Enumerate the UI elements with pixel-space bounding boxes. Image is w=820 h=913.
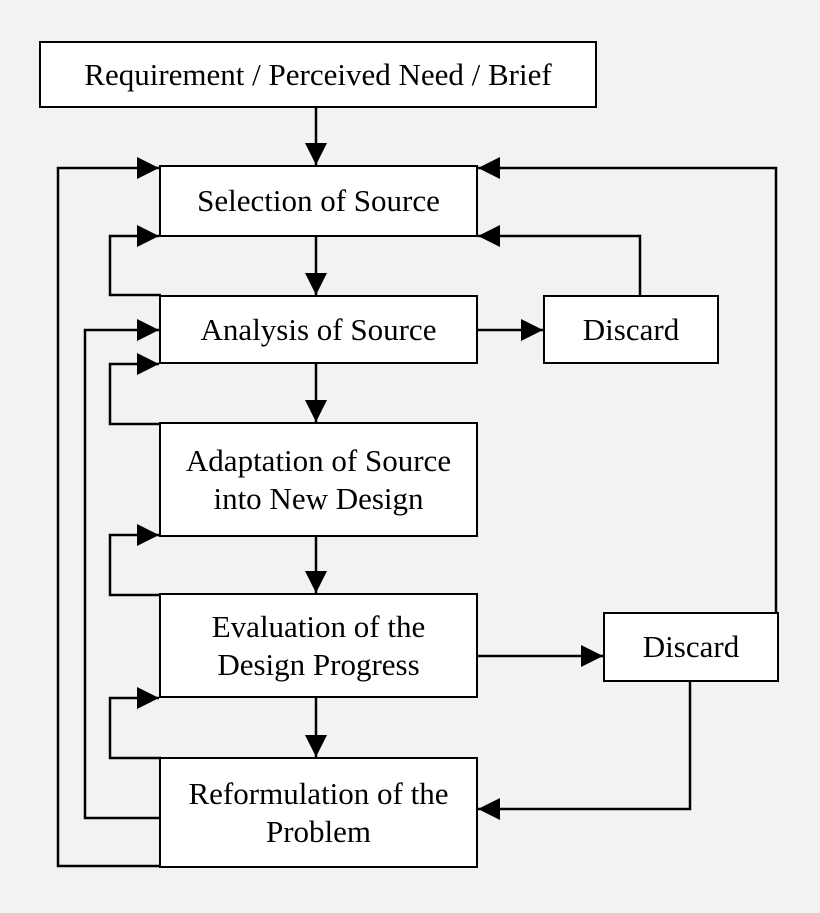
node-evaluation-line-1: Evaluation of the	[211, 608, 426, 644]
node-brief-line-1: Requirement / Perceived Need / Brief	[84, 56, 552, 92]
edge-discard-1-to-selection	[478, 225, 642, 295]
node-analysis-line-1: Analysis of Source	[200, 311, 437, 347]
edge-evaluation-to-adaptation	[108, 524, 161, 597]
edge-analysis-to-selection	[108, 225, 161, 297]
edge-discard-2-to-selection	[478, 157, 778, 612]
node-evaluation-of-design-progress: Evaluation of the Design Progress	[159, 593, 478, 698]
node-reformulation-line-1: Reformulation of the	[188, 775, 449, 811]
node-analysis-of-source: Analysis of Source	[159, 295, 478, 364]
node-discard-2-line-1: Discard	[642, 629, 740, 664]
node-adaptation-of-source: Adaptation of Source into New Design	[159, 422, 478, 537]
node-reformulation-of-problem: Reformulation of the Problem	[159, 757, 478, 868]
node-adaptation-line-2: into New Design	[213, 480, 424, 516]
node-brief: Requirement / Perceived Need / Brief	[39, 41, 597, 108]
edge-reformulation-to-selection	[56, 157, 161, 868]
node-selection-line-1: Selection of Source	[197, 183, 440, 218]
node-discard-2: Discard	[603, 612, 779, 682]
node-adaptation-line-1: Adaptation of Source	[185, 442, 452, 478]
node-evaluation-line-2: Design Progress	[217, 646, 420, 682]
edge-adaptation-to-analysis	[108, 353, 161, 426]
edge-reformulation-to-evaluation	[108, 687, 161, 760]
node-selection-of-source: Selection of Source	[159, 165, 478, 237]
edge-discard-2-to-reformulation	[478, 682, 692, 820]
node-reformulation-line-2: Problem	[265, 813, 372, 849]
node-discard-1: Discard	[543, 295, 719, 364]
node-discard-1-line-1: Discard	[582, 311, 680, 347]
edge-reformulation-to-analysis	[83, 319, 161, 820]
